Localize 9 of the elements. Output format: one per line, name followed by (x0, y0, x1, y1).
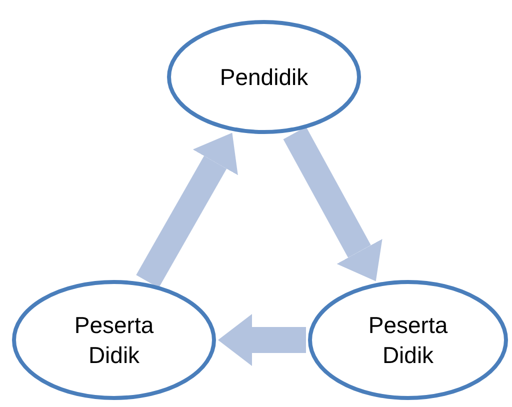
node-label: Peserta Didik (73, 311, 155, 370)
block-arrow (283, 126, 382, 282)
ellipse-node (167, 20, 361, 134)
node-label: Peserta Didik (367, 311, 449, 370)
block-arrow (218, 314, 306, 366)
ellipse-node (308, 280, 508, 400)
ellipse-node (12, 280, 216, 400)
node-label: Pendidik (220, 63, 308, 92)
block-arrow (136, 132, 238, 288)
